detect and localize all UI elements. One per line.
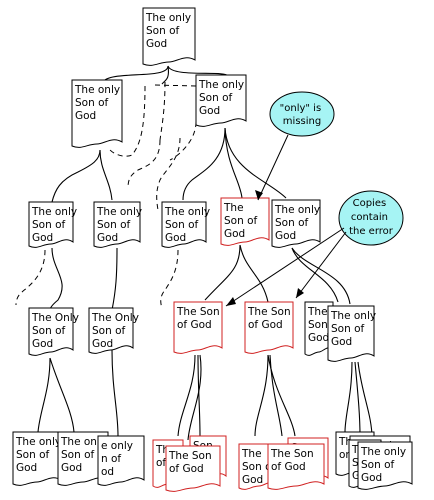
callout-bubble bbox=[338, 190, 404, 246]
manuscript-outline bbox=[161, 201, 207, 248]
manuscript-outline bbox=[93, 201, 141, 248]
manuscript-outline bbox=[327, 305, 375, 362]
callout-copies-error: Copies contain the error bbox=[225, 190, 404, 307]
manuscript-outline bbox=[28, 201, 74, 248]
callout-arrow bbox=[295, 231, 347, 299]
manuscript-outline bbox=[97, 435, 145, 486]
manuscript-outline bbox=[71, 79, 123, 148]
manuscript-error-outline bbox=[173, 301, 223, 354]
arrowhead-icon bbox=[226, 297, 236, 306]
manuscript-error-outline bbox=[244, 301, 294, 354]
callout-bubble bbox=[269, 91, 335, 137]
callout-text: Copies contain the error bbox=[349, 198, 394, 237]
manuscript-error-outline bbox=[267, 443, 325, 490]
callout-only-missing: "only" is missing bbox=[255, 91, 335, 201]
manuscript-outline bbox=[28, 307, 74, 356]
arrowhead-icon bbox=[255, 190, 263, 200]
manuscript-error-outline bbox=[165, 445, 221, 492]
manuscript-outline bbox=[195, 74, 247, 127]
arrowhead-icon bbox=[296, 288, 304, 298]
manuscript-outline bbox=[357, 441, 413, 490]
manuscript-outline bbox=[142, 7, 196, 66]
manuscript-outline bbox=[271, 199, 321, 248]
callout-text: "only" is missing bbox=[280, 103, 325, 127]
manuscript-outline bbox=[88, 307, 134, 354]
manuscript-error-outline bbox=[220, 197, 270, 246]
callout-arrow bbox=[257, 134, 289, 201]
callout-arrow bbox=[225, 227, 345, 307]
